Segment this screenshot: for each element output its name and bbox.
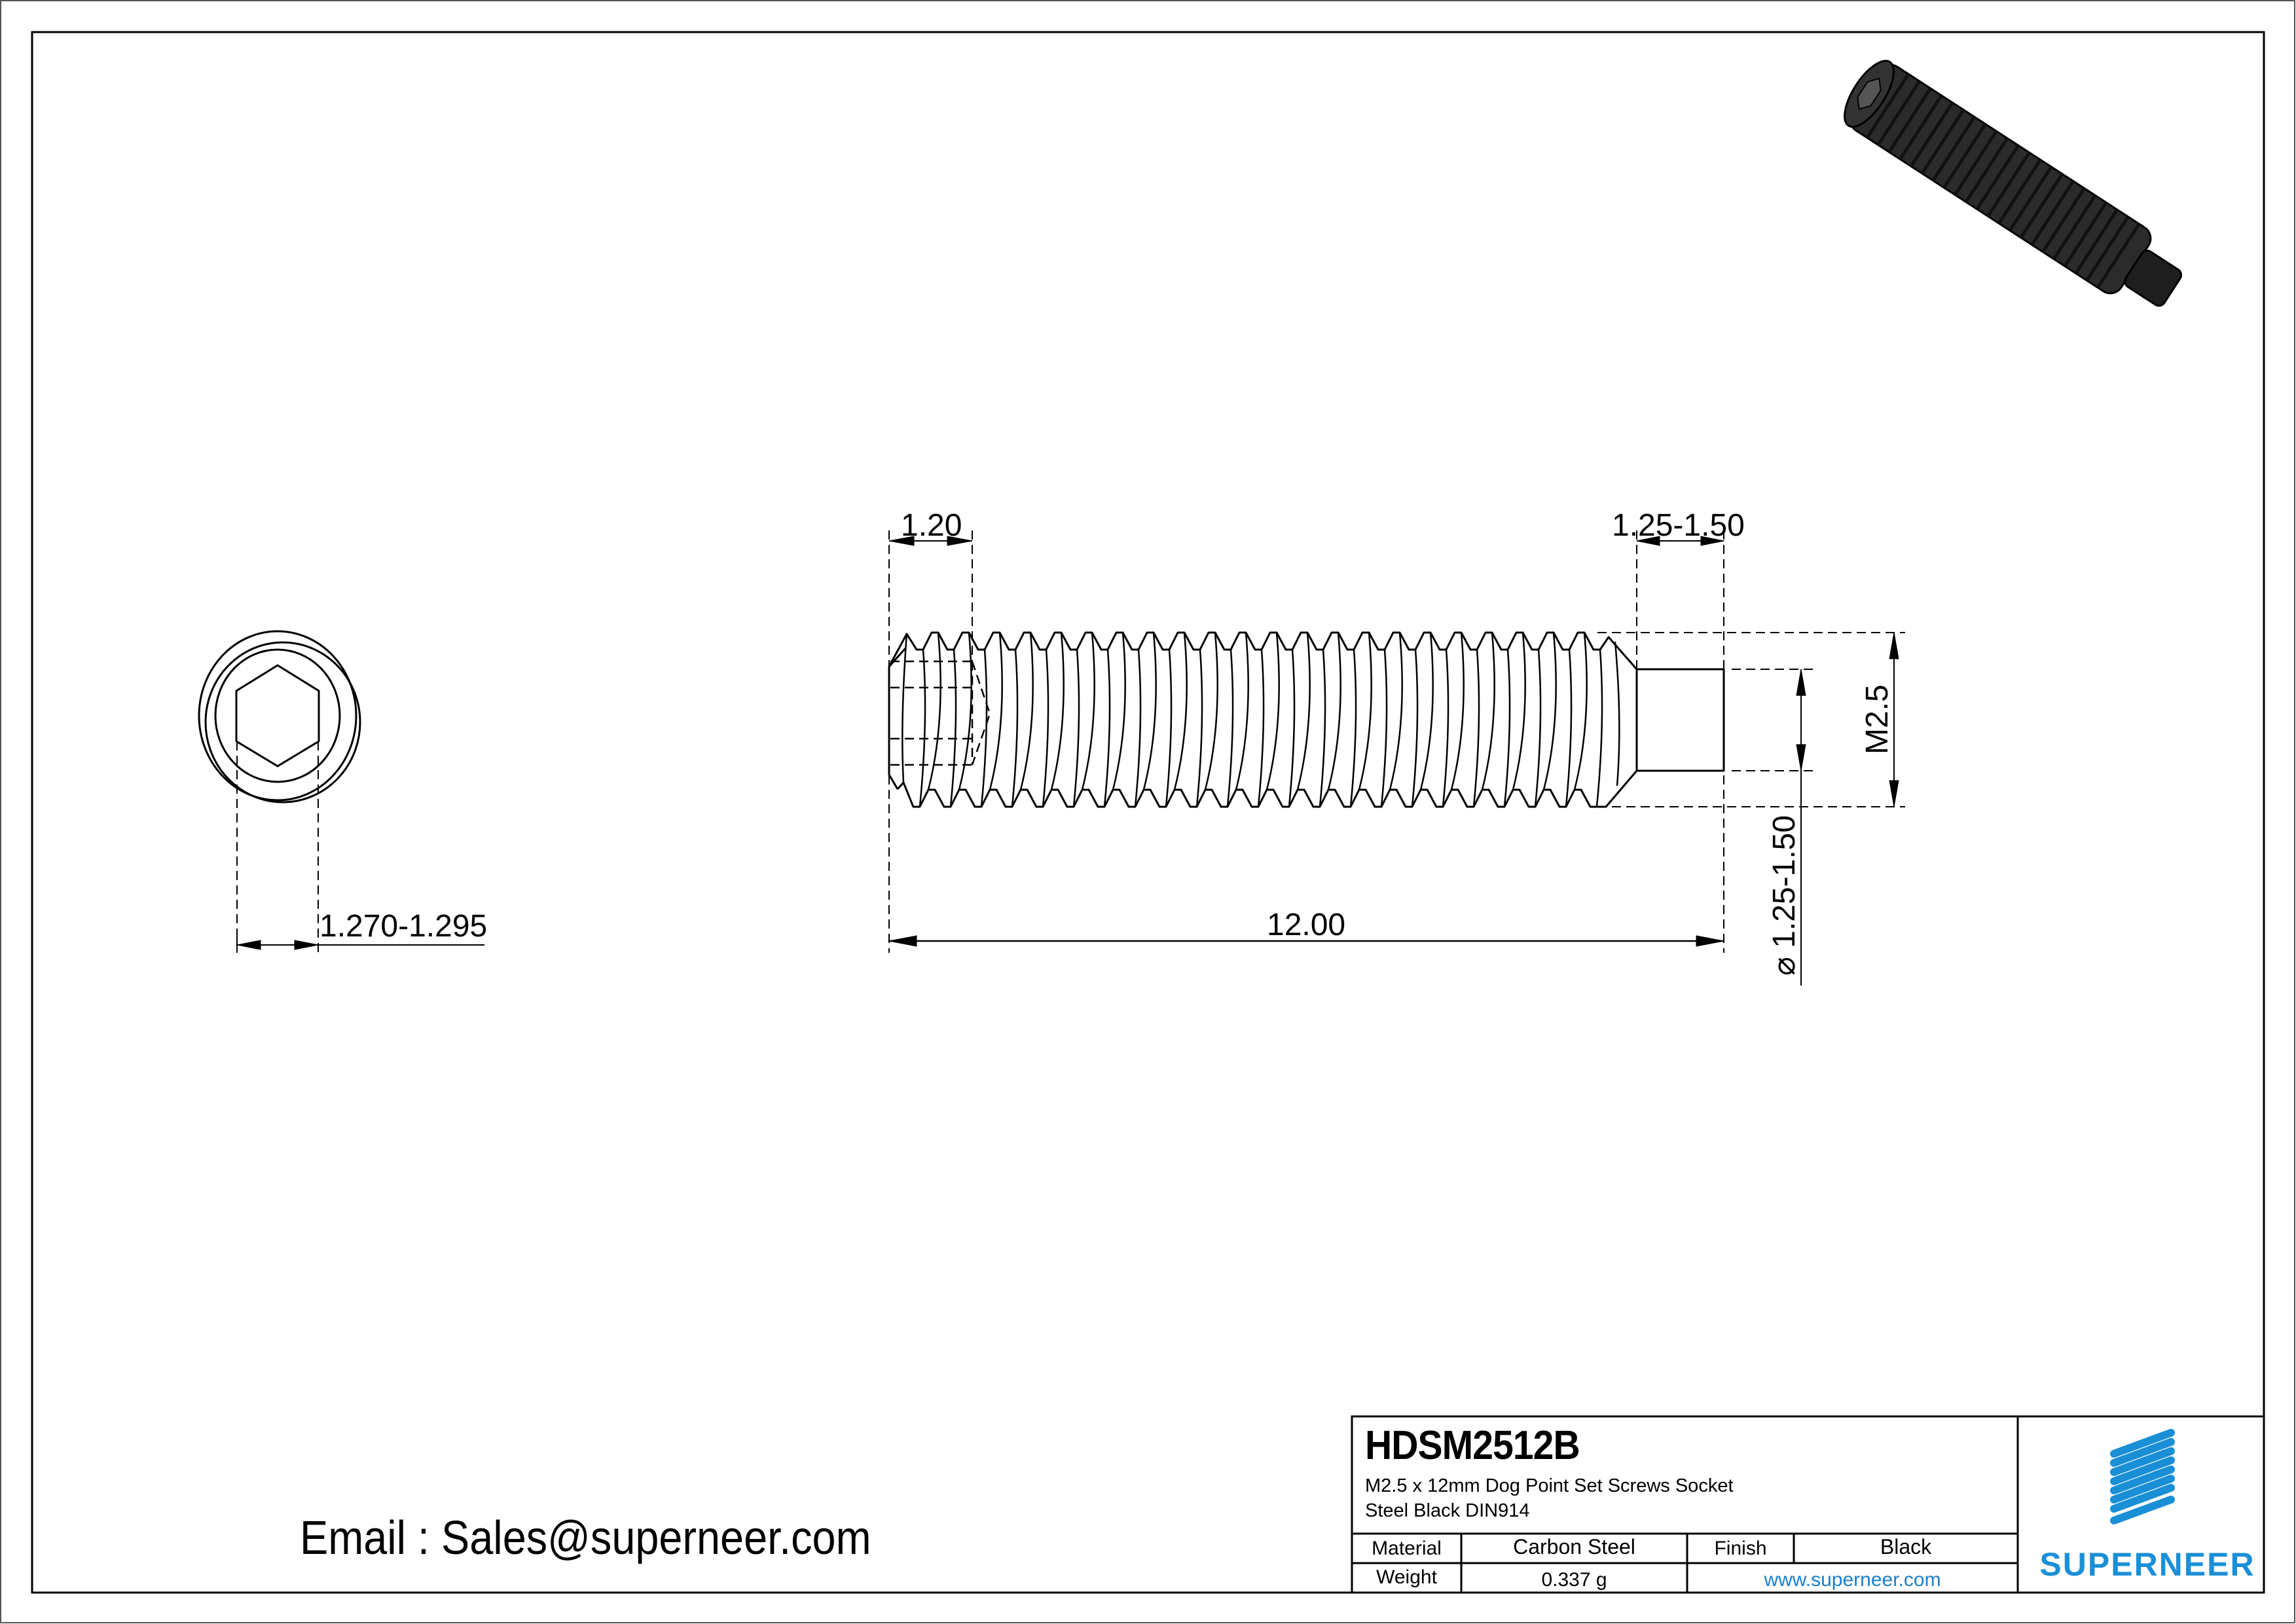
thread-size-text: M2.5 xyxy=(1860,684,1895,754)
overall-length-text: 12.00 xyxy=(1267,908,1345,942)
hidden-socket xyxy=(890,660,991,766)
dog-point-length-dimension xyxy=(1636,536,1724,546)
contact-email[interactable]: Email : Sales@superneer.com xyxy=(300,1512,871,1564)
weight-value: 0.337 g xyxy=(1541,1569,1607,1591)
finish-value: Black xyxy=(1880,1535,1932,1559)
thread-top xyxy=(888,631,1638,670)
description-line-2: Steel Black DIN914 xyxy=(1365,1500,1530,1521)
screw-side-view xyxy=(888,631,1725,808)
socket-depth-text: 1.20 xyxy=(901,508,962,543)
thread-flanks xyxy=(902,632,1620,807)
dog-point-diameter-text: ⌀ 1.25-1.50 xyxy=(1767,815,1802,976)
dog-point xyxy=(1635,668,1725,772)
socket-depth-dimension xyxy=(888,536,973,546)
end-view xyxy=(198,630,361,803)
superneer-logo-icon xyxy=(2110,1429,2175,1524)
part-number: HDSM2512B xyxy=(1365,1423,1580,1468)
dog-point-length-text: 1.25-1.50 xyxy=(1612,508,1745,543)
part-description: M2.5 x 12mm Dog Point Set Screws Socket … xyxy=(1365,1473,1823,1523)
thread-size-dimension xyxy=(1889,632,1899,807)
hex-width-dimension xyxy=(236,741,484,953)
material-value: Carbon Steel xyxy=(1513,1535,1635,1559)
hex-dimension-text: 1.270-1.295 xyxy=(319,909,487,944)
weight-label: Weight xyxy=(1376,1566,1437,1588)
overall-length-dimension xyxy=(888,935,1724,947)
brand-wordmark: SUPERNEER xyxy=(2039,1546,2255,1583)
extension-lines xyxy=(888,530,1905,953)
material-label: Material xyxy=(1372,1538,1442,1559)
finish-label: Finish xyxy=(1714,1538,1767,1559)
hex-socket xyxy=(235,664,320,767)
thread-bottom xyxy=(896,770,1638,808)
screw-isometric-render xyxy=(1827,52,2232,327)
title-block-grid xyxy=(1351,1415,2265,1594)
dog-point-diameter-dimension xyxy=(1796,669,1806,986)
description-line-1: M2.5 x 12mm Dog Point Set Screws Socket xyxy=(1365,1475,1734,1496)
website-link[interactable]: www.superneer.com xyxy=(1764,1569,1941,1591)
inner-frame xyxy=(31,31,2265,1594)
